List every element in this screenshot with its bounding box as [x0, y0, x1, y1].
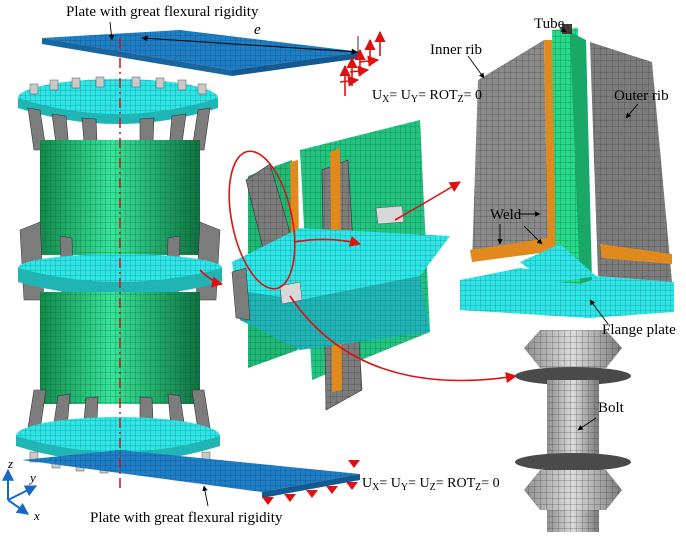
coordinate-axes [1, 468, 38, 515]
top-flange [18, 79, 218, 124]
zoom-callouts [199, 150, 518, 384]
plate-top-label: Plate with great flexural rigidity [66, 4, 259, 20]
plate-top-leader [108, 21, 115, 41]
plate-bottom-label: Plate with great flexural rigidity [90, 510, 283, 526]
tube-label: Tube [534, 16, 565, 32]
axis-y-label: y [30, 470, 36, 485]
rib-leaders [467, 27, 639, 325]
bolt-label: Bolt [598, 400, 624, 416]
bottom-boundary-condition: UX= UY= UZ= ROTZ= 0 [362, 476, 500, 493]
axis-z-label: z [8, 456, 14, 471]
weld-label: Weld [490, 207, 522, 223]
top-boundary-condition: UX= UY= ROTZ= 0 [372, 88, 483, 105]
rib-detail [460, 24, 674, 318]
eccentricity-dimension [141, 35, 358, 55]
top-bc-arrows [339, 30, 386, 96]
bolt-model [515, 330, 631, 532]
outer-rib-label: Outer rib [614, 88, 669, 104]
flange-plate-label: Flange plate [602, 322, 676, 338]
top-rigid-plate [42, 30, 362, 76]
plate-bottom-leader [202, 485, 209, 507]
eccentricity-symbol: e [254, 22, 261, 38]
top-bolts [29, 76, 207, 95]
column-model [1, 30, 386, 515]
section-detail [231, 120, 450, 411]
axis-x-label: x [34, 508, 40, 523]
bottom-rigid-plate [22, 450, 360, 498]
inner-rib-label: Inner rib [430, 42, 483, 58]
bottom-bc-supports [262, 460, 360, 505]
eccentricity-label: e [254, 22, 261, 38]
